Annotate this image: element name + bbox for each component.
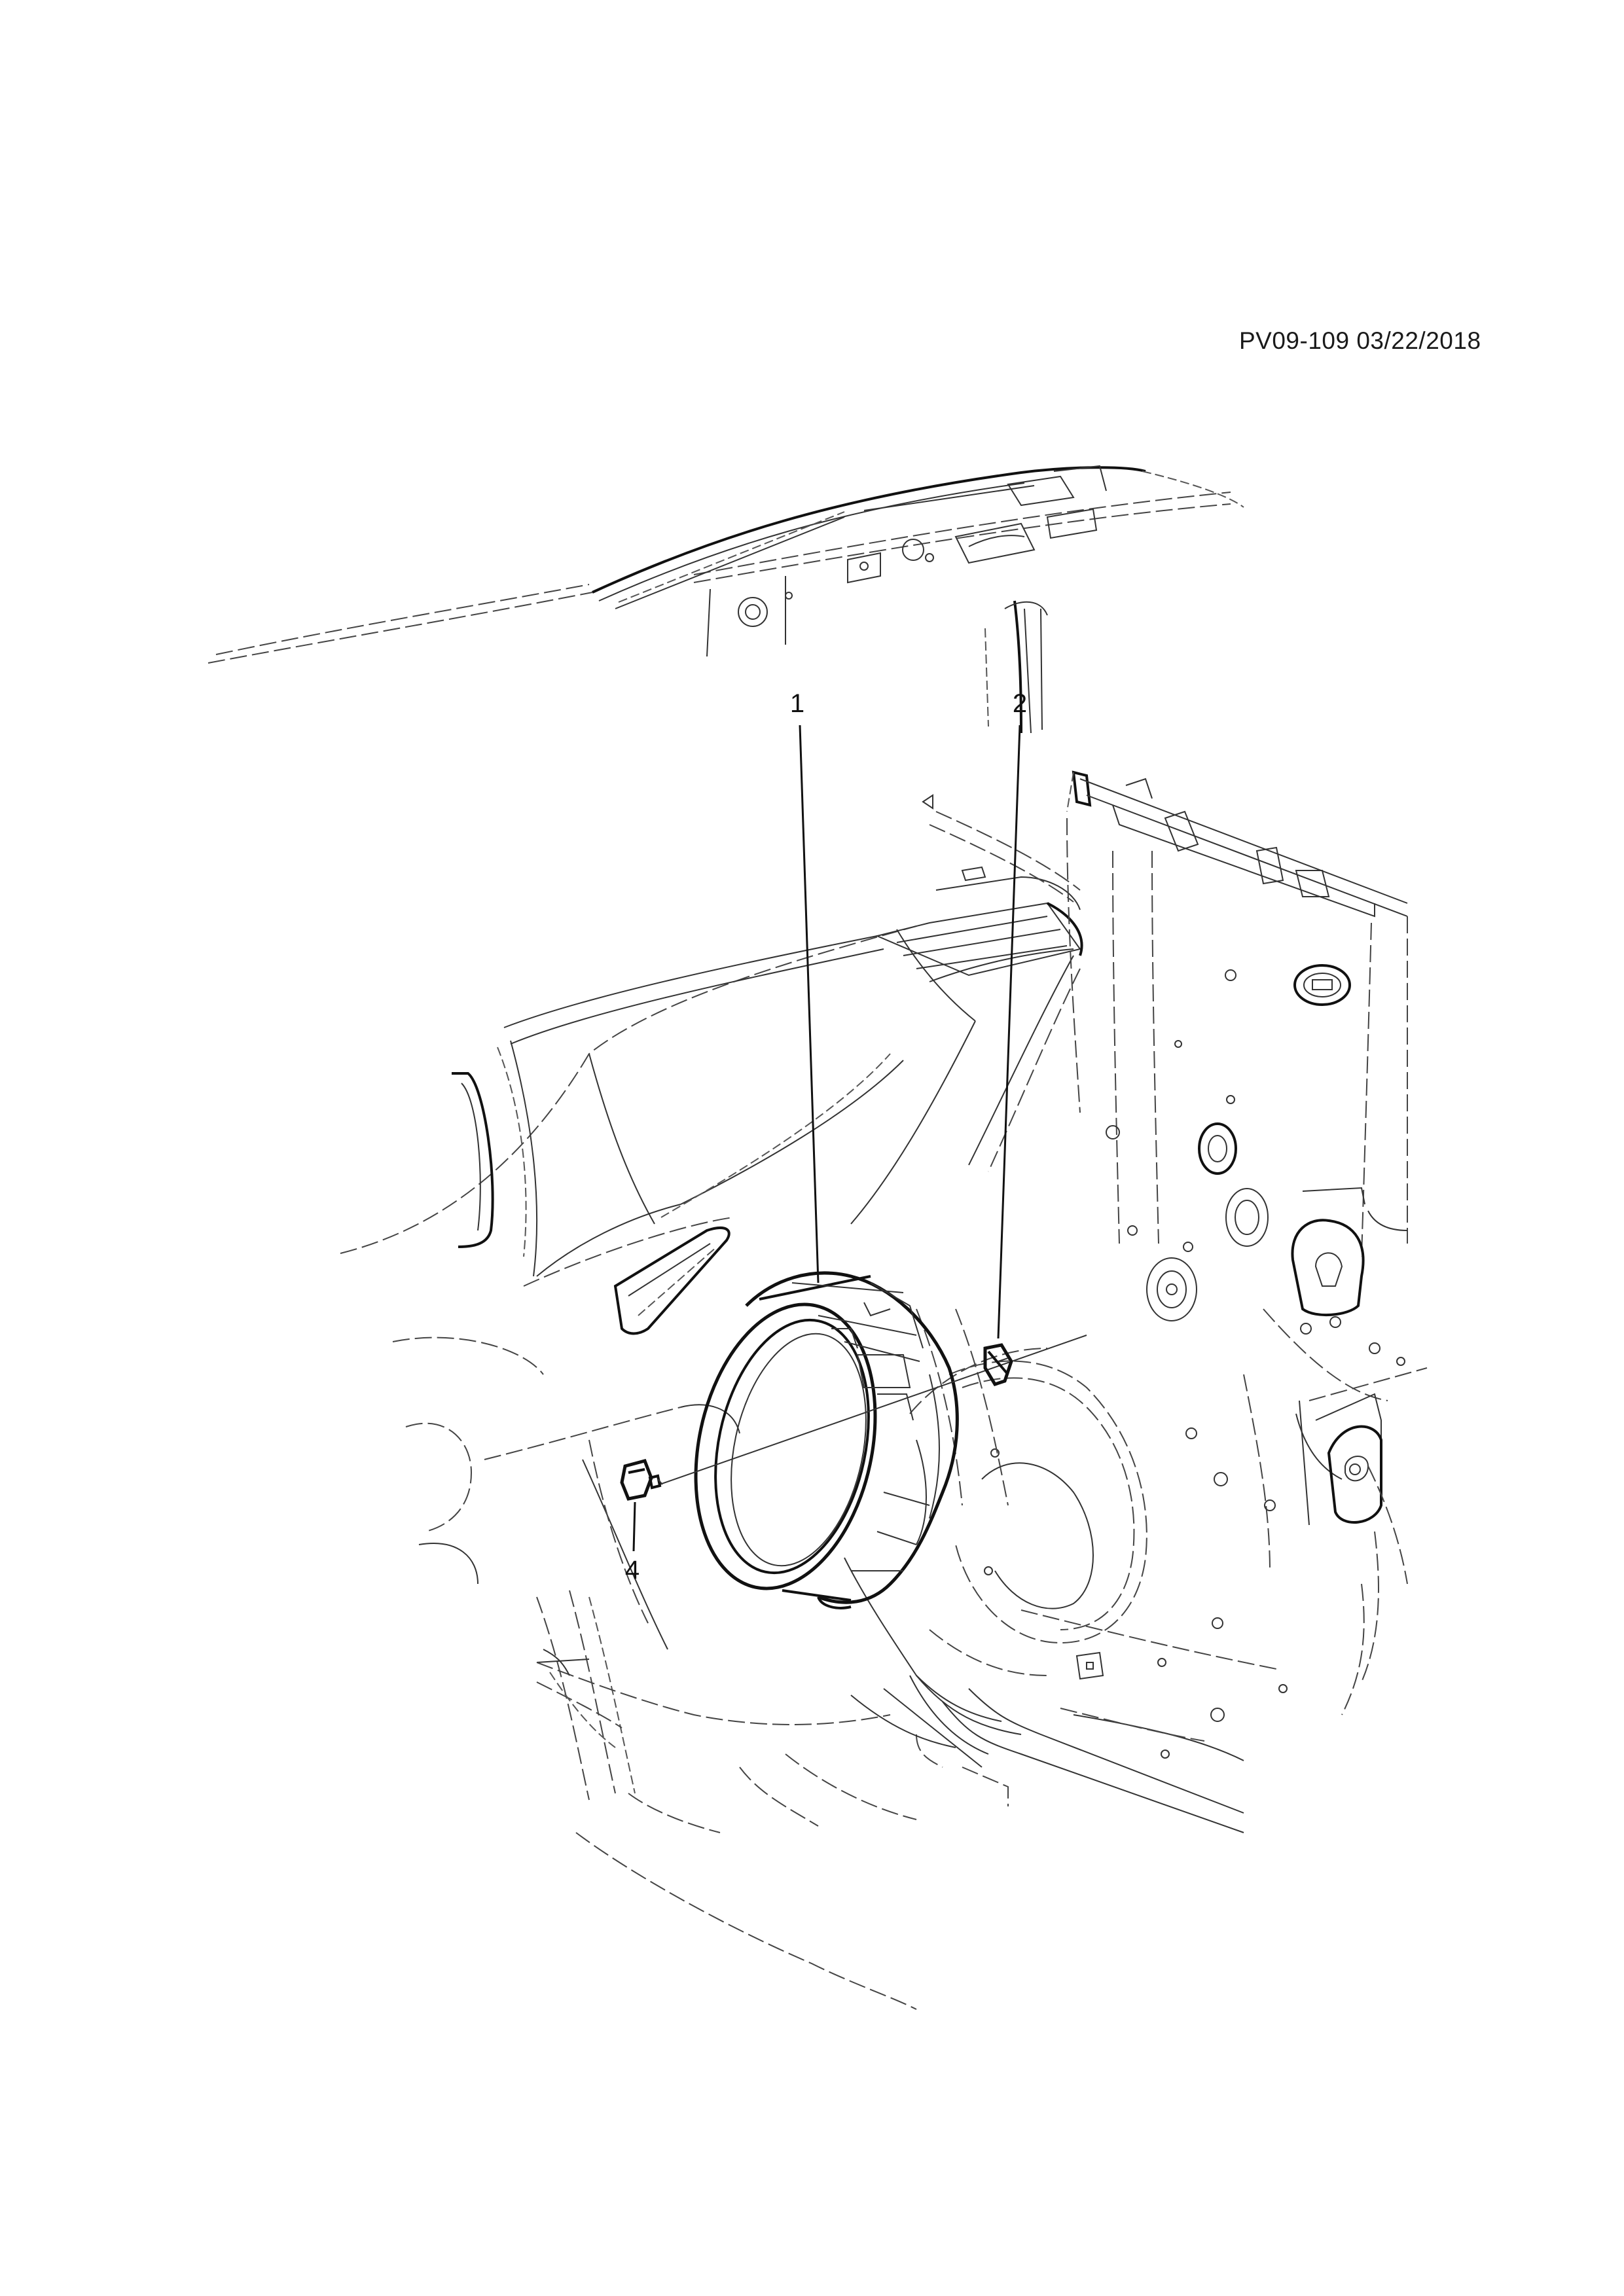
callout-4: 4 (625, 1556, 640, 1585)
screw-part-4 (620, 1459, 663, 1501)
clip-part-2 (983, 1343, 1013, 1387)
leader-line-4 (632, 1501, 636, 1552)
side-panel (916, 770, 1428, 1761)
leader-line-2 (997, 725, 1021, 1339)
document-id: PV09-109 03/22/2018 (1239, 327, 1481, 354)
upper-dash-context (208, 465, 1244, 734)
instrument-panel (340, 794, 1083, 1801)
speaker-part-1 (694, 1271, 959, 1609)
leader-line-1 (799, 725, 820, 1283)
speaker-opening (909, 1348, 1147, 1676)
callout-1: 1 (790, 689, 804, 718)
callout-2: 2 (1013, 689, 1027, 718)
floor-lines (536, 1557, 1244, 2010)
alignment-line (659, 1335, 1087, 1485)
